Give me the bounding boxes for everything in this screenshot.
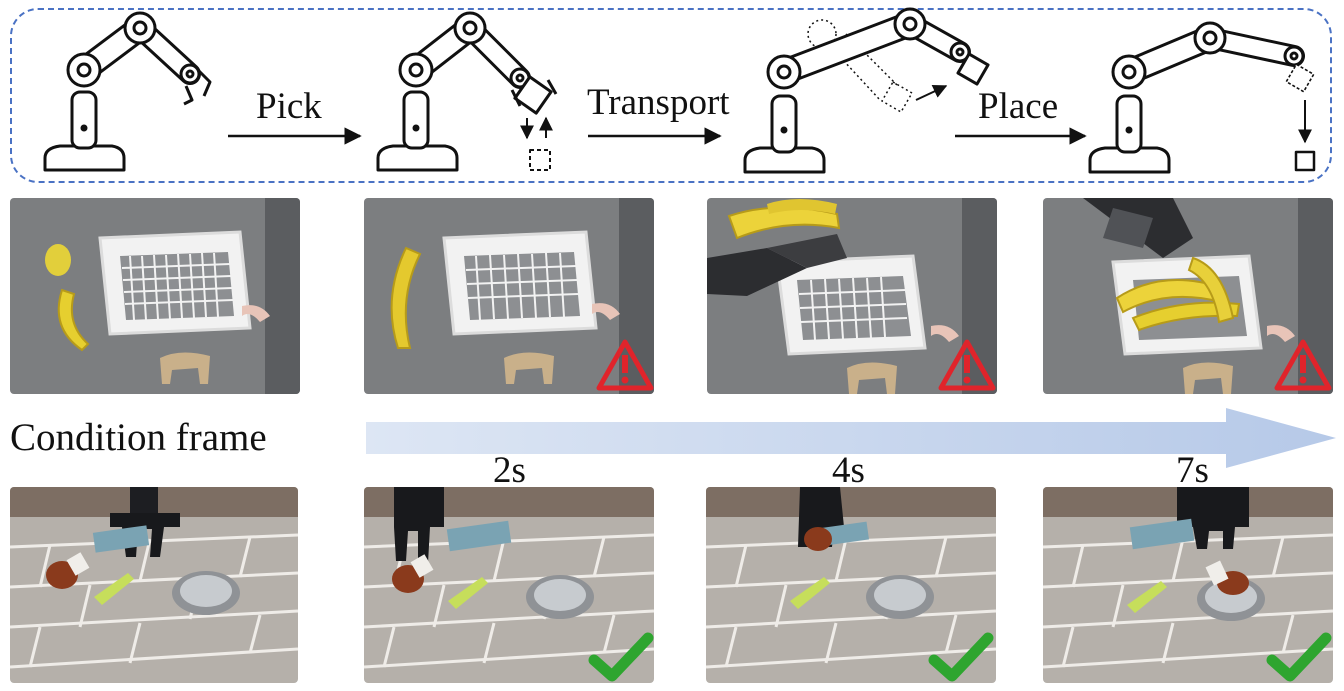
time-label-2s: 2s [493, 450, 526, 491]
time-label-4s: 4s [832, 450, 865, 491]
frame-row1-condition [10, 198, 300, 394]
pipeline-panel [10, 8, 1332, 183]
time-label-7s: 7s [1176, 450, 1209, 491]
robot-arm-icon-2 [376, 11, 558, 172]
robot-arm-icon-4 [1088, 21, 1316, 174]
timeline-arrow [366, 408, 1336, 468]
warning-triangle-icon [596, 339, 654, 391]
stage-label-transport: Transport [587, 82, 730, 123]
stage-label-pick: Pick [256, 86, 322, 127]
checkmark-icon [1266, 632, 1332, 682]
frame-row1-7s [1043, 198, 1333, 394]
frame-row2-condition [10, 487, 298, 683]
frame-row2-4s [706, 487, 996, 683]
warning-triangle-icon [1274, 339, 1332, 391]
frame-row1-4s [707, 198, 997, 394]
robot-arm-icon-1 [43, 11, 212, 172]
checkmark-icon [588, 632, 654, 682]
pipeline-diagram [43, 7, 1316, 174]
robot-arm-icon-3 [743, 7, 990, 174]
condition-frame-label: Condition frame [10, 416, 267, 459]
warning-triangle-icon [938, 339, 996, 391]
checkmark-icon [928, 632, 994, 682]
stage-label-place: Place [978, 86, 1059, 127]
frame-row2-2s [364, 487, 654, 683]
frame-row2-7s [1043, 487, 1333, 683]
